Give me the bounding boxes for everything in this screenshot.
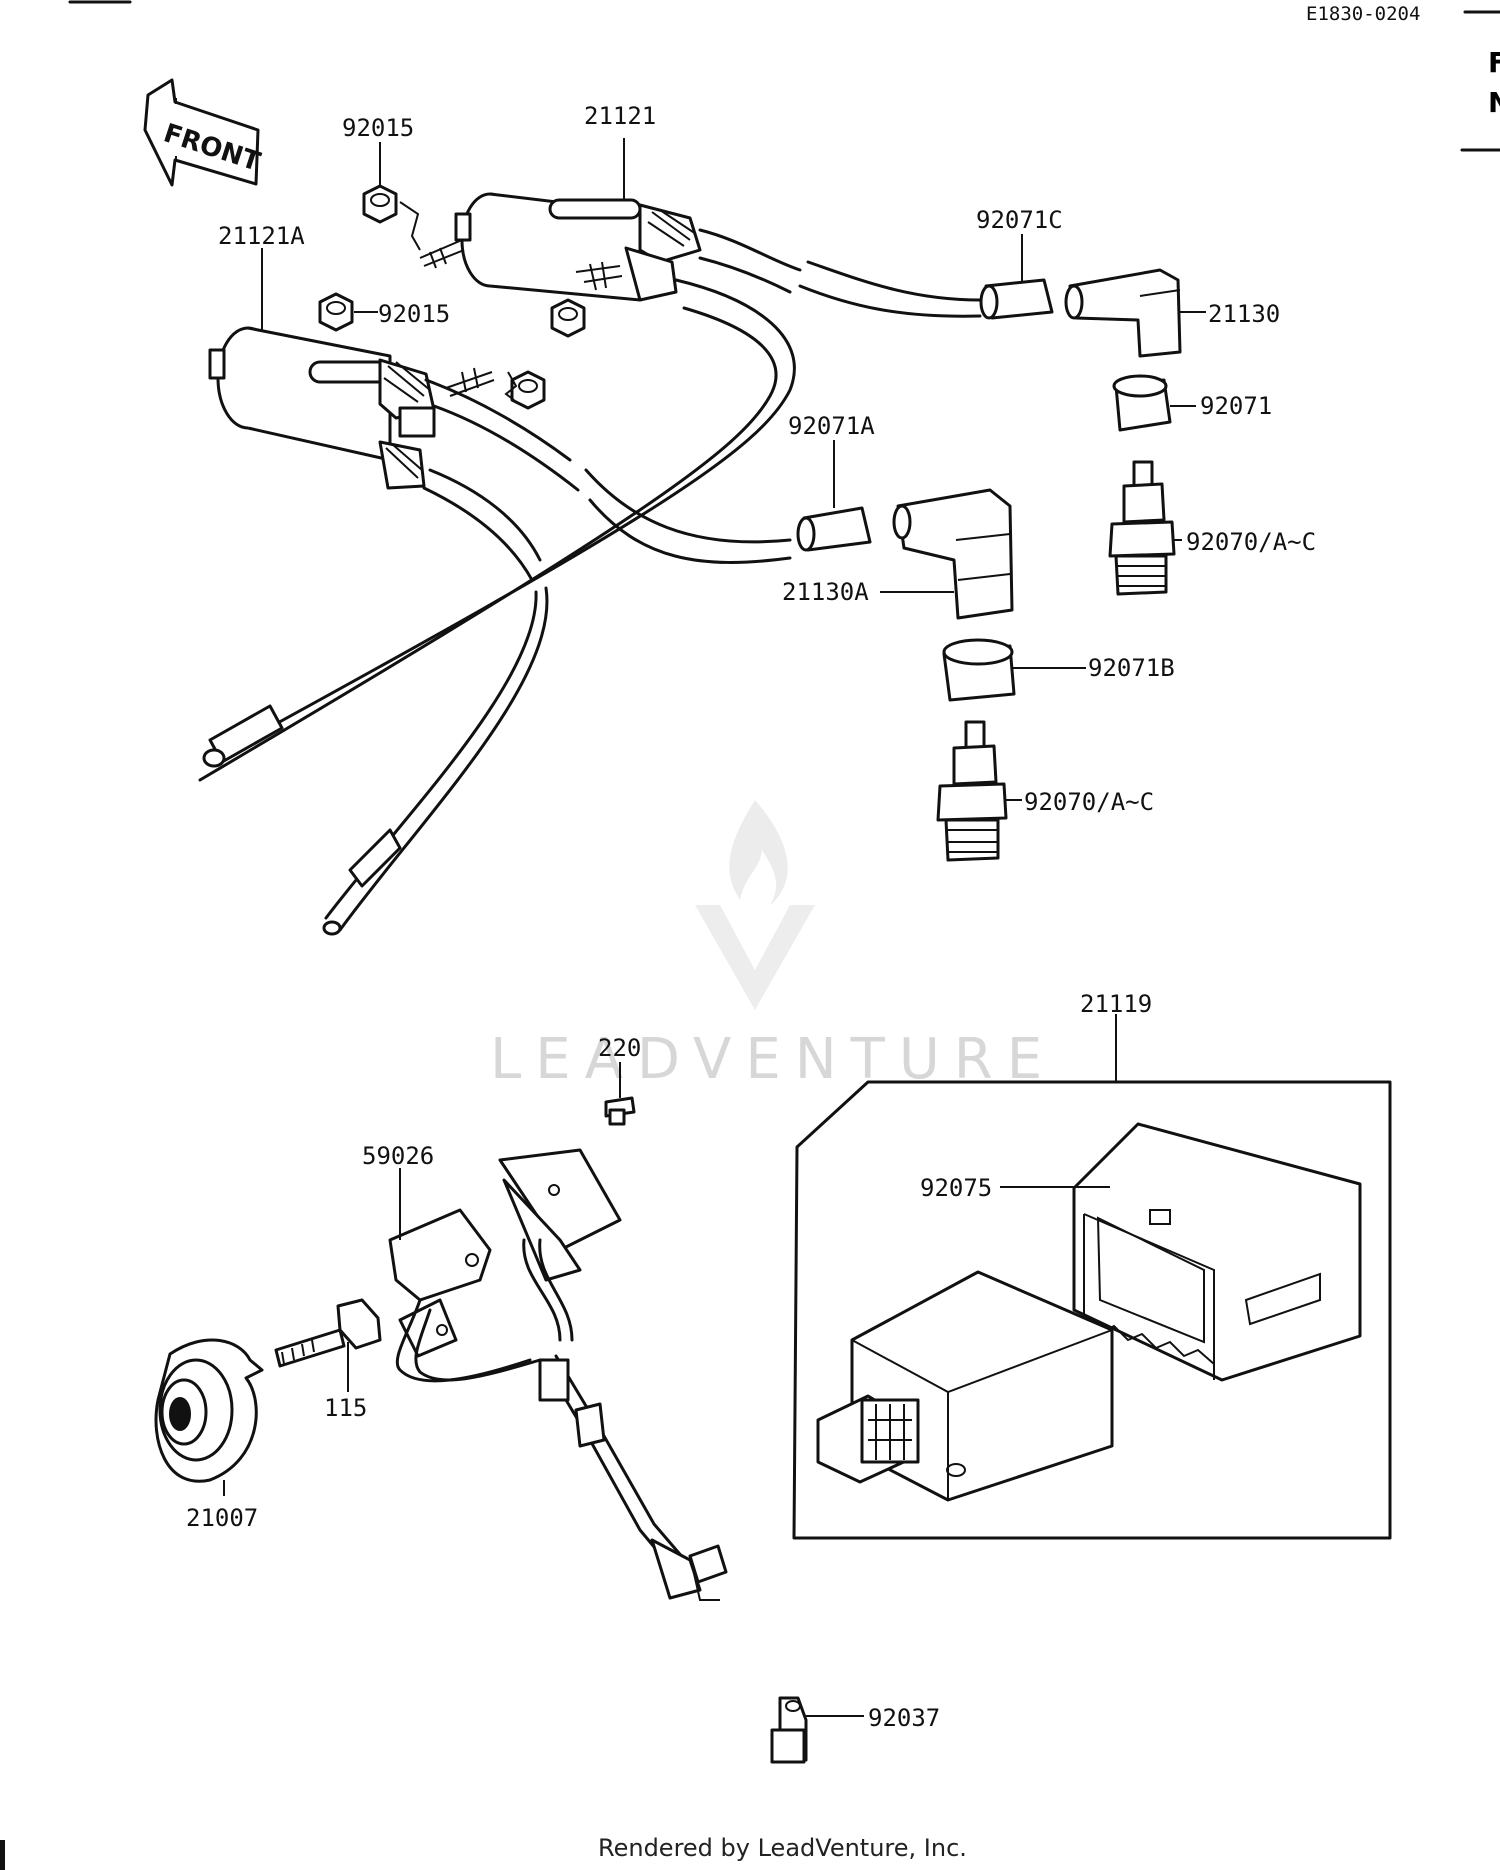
page-edge-mark (0, 1840, 5, 1870)
spark-plug-lower (936, 720, 1008, 862)
footer-credit: Rendered by LeadVenture, Inc. (598, 1834, 967, 1862)
label-59026: 59026 (362, 1142, 434, 1170)
diagram-code: E1830-0204 (1306, 3, 1420, 25)
label-92070-lower: 92070/A~C (1024, 788, 1154, 816)
label-92071: 92071 (1200, 392, 1272, 420)
label-21121: 21121 (584, 102, 656, 130)
nuts (318, 184, 586, 410)
seal-92071b (942, 638, 1016, 702)
label-21119: 21119 (1080, 990, 1152, 1018)
label-115: 115 (324, 1394, 367, 1422)
high-tension-leads (198, 228, 982, 936)
label-92071b: 92071B (1088, 654, 1175, 682)
edge-letter-1: F (1488, 46, 1500, 79)
label-92071a: 92071A (788, 412, 875, 440)
ignition-coil-rear (419, 192, 702, 302)
timing-rotor-21007 (154, 1338, 264, 1483)
label-92037: 92037 (868, 1704, 940, 1732)
igniter-unit (816, 1270, 1114, 1502)
pickup-coil-assy (388, 1148, 728, 1601)
igniter-assy-box (792, 1080, 1392, 1540)
plug-cap-21130a (892, 488, 1014, 620)
label-21130a: 21130A (782, 578, 869, 606)
label-21121a: 21121A (218, 222, 305, 250)
plug-cap-21130 (1064, 268, 1182, 358)
label-21007: 21007 (186, 1504, 258, 1532)
label-220: 220 (598, 1034, 641, 1062)
label-92071c: 92071C (976, 206, 1063, 234)
boot-92071a (796, 506, 872, 552)
label-92015-top: 92015 (342, 114, 414, 142)
label-92015-side: 92015 (378, 300, 450, 328)
label-21130: 21130 (1208, 300, 1280, 328)
watermark-logo (695, 800, 815, 1010)
front-arrow: FRONT (143, 78, 264, 187)
screw-220 (604, 1096, 636, 1126)
label-92075: 92075 (920, 1174, 992, 1202)
label-92070-upper: 92070/A~C (1186, 528, 1316, 556)
ignition-coil-front (208, 326, 495, 490)
bolt-115 (274, 1298, 382, 1368)
boot-92071c (979, 278, 1054, 320)
edge-letter-2: N (1488, 86, 1500, 119)
seal-92071 (1112, 374, 1172, 432)
spark-plug-upper (1108, 460, 1176, 596)
leader-lines (223, 138, 1206, 1717)
clamp-92037 (770, 1696, 808, 1764)
